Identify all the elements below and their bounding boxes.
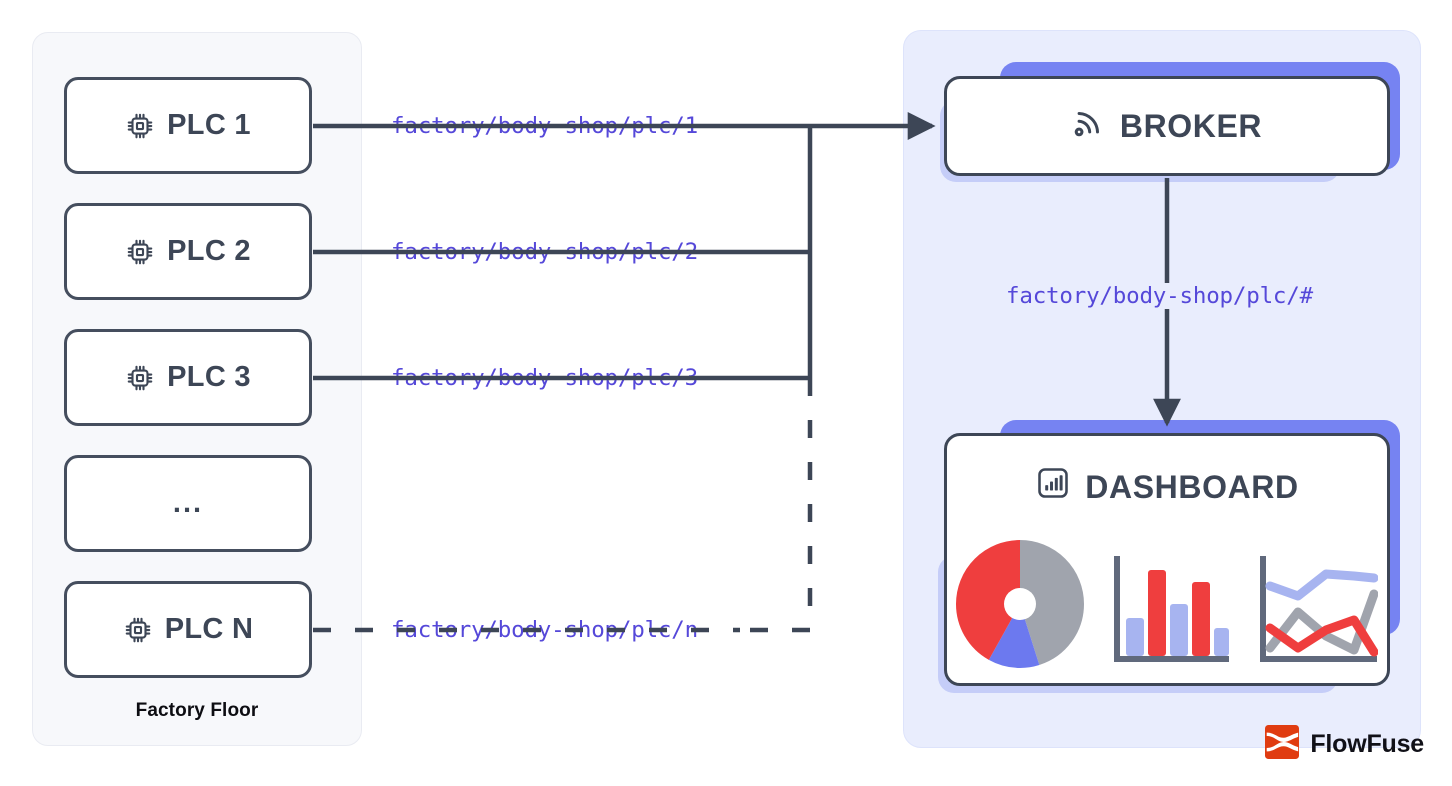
- topic-label-plc-1: factory/body-shop/plc/1: [391, 113, 698, 139]
- bar-chart: [1114, 556, 1229, 662]
- topic-label-subscribe: factory/body-shop/plc/#: [1000, 283, 1319, 309]
- flowfuse-logo-icon: [1265, 725, 1300, 764]
- plc-node-2[interactable]: PLC 2: [64, 203, 312, 300]
- plc-node-ellipsis: ...: [64, 455, 312, 552]
- bar-chart-square-icon: [1035, 465, 1071, 509]
- plc-node-label: PLC N: [164, 613, 254, 645]
- topic-label-plc-2: factory/body-shop/plc/2: [391, 239, 698, 265]
- flowfuse-mark: [1265, 725, 1300, 759]
- ellipsis-label: ...: [172, 486, 204, 519]
- dashboard-card[interactable]: DASHBOARD: [944, 433, 1390, 686]
- topic-label-plc-n: factory/body-shop/plc/n: [391, 617, 698, 643]
- wire-trunk-dashed: [740, 378, 813, 633]
- broker-label: BROKER: [1119, 107, 1263, 144]
- cpu-chip-icon: [125, 111, 155, 141]
- broker-card[interactable]: BROKER: [944, 76, 1390, 176]
- donut-chart: [956, 540, 1084, 668]
- plc-node-3[interactable]: PLC 3: [64, 329, 312, 426]
- cpu-chip-icon: [125, 363, 155, 393]
- plc-node-n[interactable]: PLC N: [64, 581, 312, 678]
- plc-node-1[interactable]: PLC 1: [64, 77, 312, 174]
- topic-label-plc-3: factory/body-shop/plc/3: [391, 365, 698, 391]
- plc-node-label: PLC 2: [167, 235, 251, 267]
- line-chart: [1260, 556, 1378, 662]
- cpu-chip-icon: [125, 237, 155, 267]
- flowfuse-brand: FlowFuse: [1265, 725, 1424, 764]
- plc-node-label: PLC 3: [167, 361, 251, 393]
- dashboard-label: DASHBOARD: [1085, 468, 1299, 505]
- dashboard-card-title: DASHBOARD: [947, 465, 1387, 509]
- cpu-chip-icon: [123, 615, 153, 645]
- plc-node-label: PLC 1: [167, 109, 251, 141]
- broker-card-title: BROKER: [947, 79, 1387, 173]
- rss-signal-icon: [1072, 105, 1106, 147]
- flowfuse-wordmark: FlowFuse: [1310, 730, 1424, 758]
- factory-floor-caption: Factory Floor: [135, 700, 259, 721]
- dashboard-mini-charts: [947, 540, 1387, 668]
